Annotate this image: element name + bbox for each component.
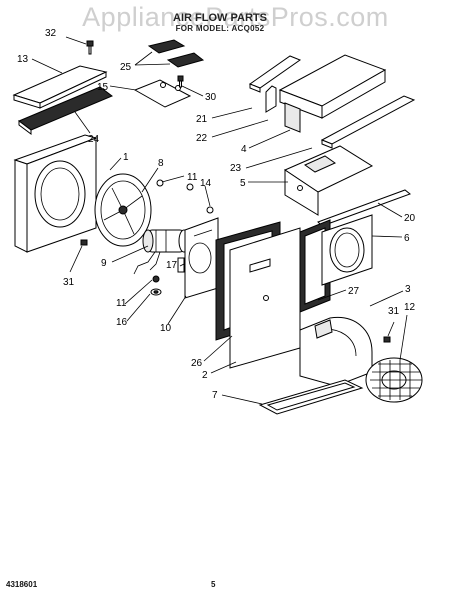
callout-5: 5 <box>240 178 246 189</box>
part-32-screw <box>86 40 94 55</box>
page-number: 5 <box>211 580 216 589</box>
part-12-blower-wheel <box>365 357 423 403</box>
part-13-bracket <box>12 65 108 109</box>
part-21-strip <box>248 55 302 93</box>
part-15-plate <box>133 79 192 108</box>
callout-3: 3 <box>405 284 411 295</box>
callout-21: 21 <box>196 114 208 125</box>
part-10-motor-bracket <box>184 217 219 299</box>
part-14-clip <box>206 206 214 214</box>
part-4-top-cover <box>278 54 387 133</box>
callout-4: 4 <box>241 144 247 155</box>
part-5-duct-plate <box>283 145 374 216</box>
part-22-bracket <box>265 85 277 113</box>
callout-30: 30 <box>205 92 217 103</box>
part-6-shroud <box>321 214 373 286</box>
callout-25: 25 <box>120 62 132 73</box>
diagram-subtitle: FOR MODEL: ACQ052 <box>175 24 265 33</box>
callout-numbers: 32 13 25 15 30 24 21 22 4 23 1 8 11 14 5… <box>17 28 416 401</box>
callout-17: 17 <box>166 260 178 271</box>
callout-32: 32 <box>45 28 57 39</box>
part-30-screw <box>177 75 184 88</box>
callout-24: 24 <box>88 134 100 145</box>
part-2-partition <box>229 227 301 369</box>
callout-13: 13 <box>17 54 29 65</box>
callout-31-left: 31 <box>63 277 75 288</box>
callout-16: 16 <box>116 317 128 328</box>
part-24-filter <box>18 86 113 135</box>
callout-22: 22 <box>196 133 208 144</box>
part-17-clip <box>177 257 185 273</box>
part-16-washer <box>150 288 162 296</box>
part-7-gasket <box>258 379 364 415</box>
part-3-blower-housing <box>299 316 373 387</box>
callout-11-upper: 11 <box>187 172 198 183</box>
callout-6: 6 <box>404 233 410 244</box>
callout-20: 20 <box>404 213 416 224</box>
part-31-clip-right <box>383 336 391 343</box>
part-31-clip-left <box>80 239 88 246</box>
callout-8: 8 <box>158 158 164 169</box>
callout-10: 10 <box>160 323 172 334</box>
part-11-nut-lower <box>152 275 160 283</box>
part-8-fan-blade <box>94 173 152 247</box>
callout-2: 2 <box>202 370 208 381</box>
callout-26: 26 <box>191 358 203 369</box>
callout-23: 23 <box>230 163 242 174</box>
callout-27: 27 <box>348 286 360 297</box>
part-11-clips-upper <box>156 179 194 191</box>
document-number: 4318601 <box>6 580 38 589</box>
callout-11-lower: 11 <box>116 298 127 309</box>
callout-14: 14 <box>200 178 212 189</box>
part-25-filters <box>147 39 205 68</box>
callout-9: 9 <box>101 258 107 269</box>
callout-7: 7 <box>212 390 218 401</box>
part-23-strip <box>320 95 416 149</box>
part-1-grille-frame <box>13 134 98 253</box>
callout-12: 12 <box>404 302 416 313</box>
callout-31-right: 31 <box>388 306 400 317</box>
callout-1: 1 <box>123 152 129 163</box>
callout-15: 15 <box>97 82 109 93</box>
diagram-title: AIR FLOW PARTS <box>173 12 267 24</box>
watermark: AppliancePartsPros.com <box>82 2 389 32</box>
leader-lines <box>31 36 408 405</box>
